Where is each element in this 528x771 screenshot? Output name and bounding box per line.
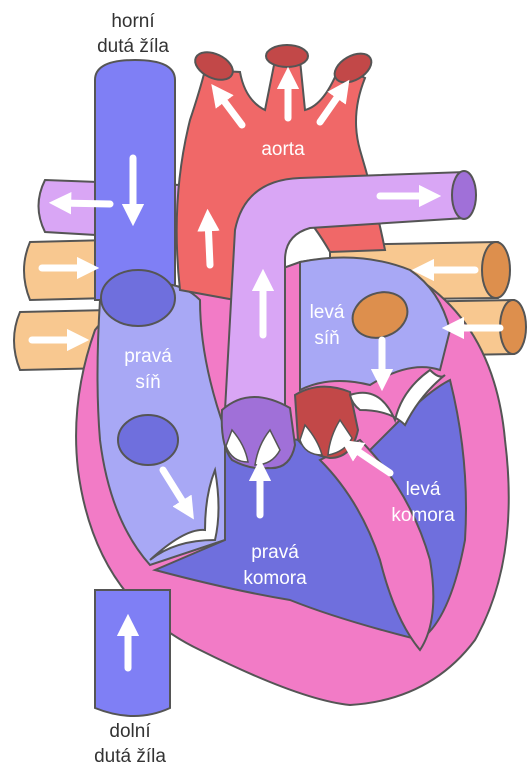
label-inferior-vena-cava-line2: dutá žíla <box>94 746 166 767</box>
pulmonary-vein-upper-right-opening <box>482 242 510 298</box>
label-aorta: aorta <box>261 139 305 160</box>
label-right-ventricle-line1: pravá <box>251 542 299 563</box>
arrow-pa-left <box>60 203 110 204</box>
label-superior-vena-cava-line2: dutá žíla <box>97 36 169 57</box>
arrow-aorta-inner <box>208 220 210 265</box>
pulmonary-artery-right-opening <box>452 171 476 219</box>
label-left-atrium-line1: levá <box>310 302 345 323</box>
label-right-atrium-line1: pravá <box>124 346 172 367</box>
inferior-vena-cava <box>95 590 170 716</box>
ivc-opening <box>118 415 178 465</box>
label-superior-vena-cava-line1: horní <box>111 11 155 32</box>
pulmonary-vein-lower-right-opening <box>500 300 526 354</box>
label-left-atrium-line2: síň <box>314 328 339 349</box>
label-right-atrium-line2: síň <box>135 372 160 393</box>
label-left-ventricle-line1: levá <box>406 479 441 500</box>
aorta-branch-mid-opening <box>266 45 308 67</box>
label-left-ventricle-line2: komora <box>391 505 455 526</box>
svc-opening <box>101 270 175 326</box>
pulmonary-valve <box>222 397 295 468</box>
label-right-ventricle-line2: komora <box>243 568 307 589</box>
label-inferior-vena-cava-line1: dolní <box>109 721 151 742</box>
